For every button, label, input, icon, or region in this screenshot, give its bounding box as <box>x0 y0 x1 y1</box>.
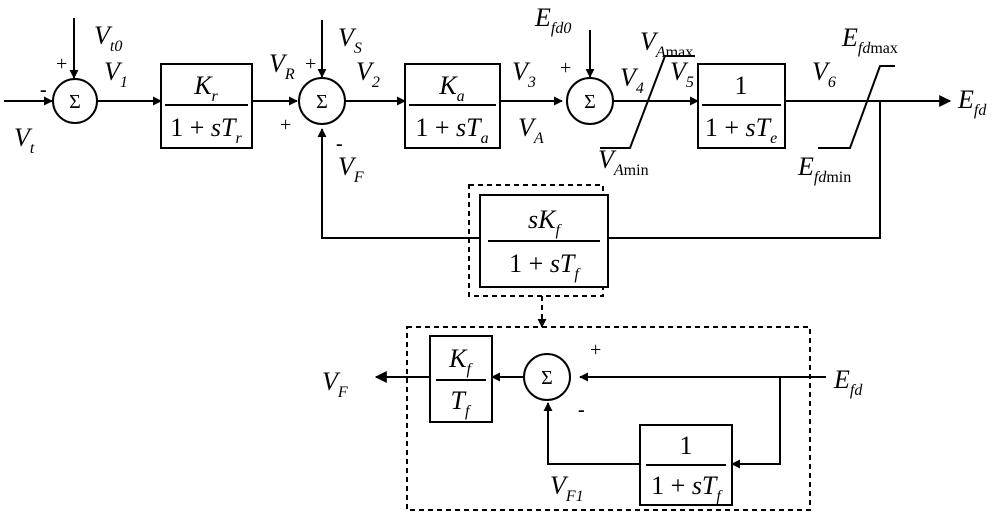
sign-sum3-plus: + <box>560 57 571 79</box>
sign-sum4-plus: + <box>590 339 601 361</box>
block-tf-inner-denominator: 1 + sTf <box>651 471 723 505</box>
label-v1: V1 <box>104 57 128 91</box>
signal-lines <box>4 18 952 469</box>
sum-junction-3: Σ <box>566 77 614 125</box>
label-vf-feedback: VF <box>338 152 364 186</box>
sign-labels: + - + + - + + - <box>40 53 601 421</box>
label-vs: VS <box>338 23 362 57</box>
sign-sum2-minus: - <box>336 133 343 155</box>
limiter-a <box>600 55 695 149</box>
block-kr-denominator: 1 + sTr <box>170 113 242 147</box>
block-ka: Ka 1 + sTa <box>404 63 501 149</box>
label-v4: V4 <box>620 63 644 97</box>
label-vamax: VAmax <box>640 27 693 61</box>
sign-sum2-plus-top: + <box>305 53 316 75</box>
label-efd-output: Efd <box>957 85 987 119</box>
limiter-efd <box>818 65 895 149</box>
label-vt: Vt <box>14 123 35 157</box>
line-efd-branch <box>731 377 781 469</box>
block-tf-inner: 1 1 + sTf <box>639 424 733 506</box>
block-tf-feedback: sKf 1 + sTf <box>479 194 609 288</box>
block-kf-tf-denominator: Tf <box>451 386 472 420</box>
sum-junction-4: Σ <box>523 353 571 401</box>
label-v5: V5 <box>670 57 694 91</box>
sign-sum2-plus-left: + <box>280 114 291 136</box>
sum-symbol: Σ <box>584 91 596 113</box>
block-kf-tf: Kf Tf <box>429 335 493 423</box>
label-efdmax: Efdmax <box>841 23 898 57</box>
label-vt0: Vt0 <box>94 21 122 55</box>
label-vf1: VF1 <box>550 471 584 505</box>
block-te-numerator: 1 <box>735 71 748 100</box>
block-te-denominator: 1 + sTe <box>705 113 777 147</box>
sign-sum4-minus: - <box>578 399 585 421</box>
block-kr: Kr 1 + sTr <box>160 63 253 149</box>
detail-frame <box>406 326 811 511</box>
signal-labels: Vt Vt0 V1 VR VS V2 V3 VA Efd0 V4 V5 VAma… <box>14 3 987 505</box>
sum-junction-1: Σ <box>52 78 98 124</box>
label-efd-input: Efd <box>833 365 863 399</box>
sum-junction-2: Σ <box>298 77 346 125</box>
block-tf-feedback-denominator: 1 + sTf <box>509 249 581 283</box>
label-vr: VR <box>269 49 295 83</box>
label-v3: V3 <box>512 57 536 91</box>
block-ka-denominator: 1 + sTa <box>415 113 488 147</box>
sign-sum1-plus: + <box>56 53 67 75</box>
block-te: 1 1 + sTe <box>697 63 786 149</box>
label-v2: V2 <box>356 57 380 91</box>
sum-symbol: Σ <box>541 367 553 389</box>
label-va: VA <box>518 113 544 147</box>
block-kr-numerator: Kr <box>193 71 218 105</box>
label-v6: V6 <box>812 57 836 91</box>
sum-symbol: Σ <box>69 91 81 113</box>
block-kf-tf-numerator: Kf <box>448 344 473 378</box>
line-vf1 <box>543 402 640 465</box>
block-tf-inner-numerator: 1 <box>680 431 693 460</box>
label-vf-output: VF <box>322 367 348 401</box>
line-feedback-left <box>317 128 480 239</box>
block-ka-numerator: Ka <box>438 71 464 105</box>
line-feedback-right <box>608 101 881 239</box>
block-tf-feedback-numerator: sKf <box>528 205 562 239</box>
label-efdmin: Efdmin <box>797 152 851 186</box>
sum-symbol: Σ <box>316 91 328 113</box>
sign-sum1-minus: - <box>40 79 47 101</box>
label-vamin: VAmin <box>598 145 649 179</box>
label-efd0: Efd0 <box>534 3 571 37</box>
